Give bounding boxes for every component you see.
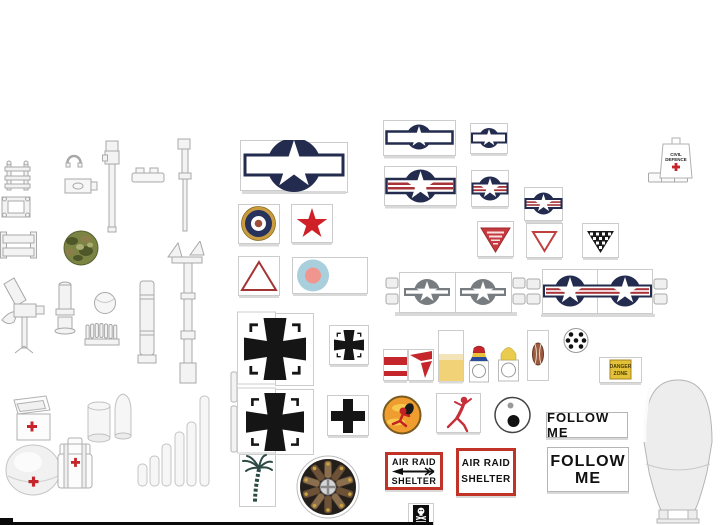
dotted-round-tile bbox=[561, 327, 591, 355]
navy-insignia-tile-pair bbox=[524, 263, 670, 319]
camera-block-part bbox=[64, 175, 98, 197]
small-nose-cone bbox=[111, 392, 135, 442]
ammo-belt-part bbox=[83, 319, 121, 349]
frame-bracket-part bbox=[4, 158, 32, 194]
rifle-part bbox=[102, 139, 122, 235]
thin-strip-part-a bbox=[228, 371, 240, 403]
german-cross-tile-pair-1 bbox=[237, 311, 315, 387]
red-star-tile bbox=[291, 204, 333, 245]
devil-bomb-roundel-tile bbox=[382, 395, 422, 435]
air-raid-shelter-sign: AIR RAID SHELTER bbox=[456, 448, 516, 496]
skull-flag-tile bbox=[408, 503, 434, 525]
blue-pink-roundel-tile bbox=[292, 257, 368, 296]
air-raid-line1: AIR RAID bbox=[392, 456, 436, 467]
headphone-clip-part bbox=[64, 151, 84, 169]
checker-triangle-tile bbox=[582, 223, 619, 260]
lowviz-insignia-tile-pair bbox=[383, 264, 528, 320]
medic-backpack bbox=[54, 436, 96, 492]
us-insignia-tile-a bbox=[383, 120, 456, 159]
raf-roundel-tile bbox=[238, 204, 280, 247]
mortar-part bbox=[50, 279, 80, 335]
follow-me-large-line2: ME bbox=[575, 469, 601, 487]
medic-torso-part: CIVIL DEFENCE bbox=[656, 137, 696, 184]
us-insignia-red-tile-a bbox=[384, 166, 457, 209]
danger-tile-line2: ZONE bbox=[614, 371, 629, 377]
air-raid-shelter-arrow-sign: AIR RAID SHELTER bbox=[385, 452, 443, 490]
torso-print-line1: CIVIL bbox=[670, 152, 682, 157]
torso-print-line2: DEFENCE bbox=[665, 157, 687, 162]
us-insignia-red-tile-c bbox=[524, 187, 563, 224]
pennant-tile bbox=[408, 349, 434, 383]
pinup-girl-tile bbox=[436, 393, 481, 435]
us-roundel-large-tile-pair bbox=[240, 140, 348, 195]
black-plus-tile bbox=[327, 395, 369, 438]
pipe-set-part bbox=[136, 392, 214, 490]
bottom-left-black-mark bbox=[0, 518, 13, 525]
plate-1x2-part bbox=[130, 163, 166, 187]
german-cross-small-tile bbox=[329, 325, 369, 367]
machine-gun-part bbox=[0, 276, 46, 354]
double-bar-frame-part bbox=[0, 228, 38, 264]
ball-part bbox=[93, 289, 117, 319]
follow-me-sign-large: FOLLOW ME bbox=[547, 447, 629, 492]
follow-me-small-label: FOLLOW ME bbox=[547, 410, 610, 440]
red-triangle-outline-tile bbox=[238, 256, 280, 298]
bottom-black-line bbox=[13, 522, 433, 525]
air-raid-line2: SHELTER bbox=[391, 475, 437, 486]
pole-part bbox=[174, 137, 194, 235]
german-cross-tile-pair-2 bbox=[237, 387, 315, 457]
radial-engine-part bbox=[296, 452, 360, 522]
searchlight-tower-part bbox=[164, 241, 208, 385]
red-triangle-small-tile bbox=[526, 223, 563, 260]
first-aid-box bbox=[8, 394, 52, 450]
h-frame-part bbox=[0, 191, 34, 223]
shell-tile bbox=[527, 330, 549, 383]
medic-helmet bbox=[4, 444, 62, 496]
danger-zone-tile: DANGER ZONE bbox=[599, 357, 642, 385]
beer-glass-tile bbox=[438, 330, 464, 384]
camouflage-round-tile bbox=[62, 229, 100, 267]
air-raid2-line1: AIR RAID bbox=[461, 458, 511, 469]
large-nose-cone-part bbox=[636, 376, 720, 525]
warning-triangle-text-tile bbox=[477, 221, 514, 259]
follow-me-sign-small: FOLLOW ME bbox=[546, 410, 628, 440]
air-raid2-line2: SHELTER bbox=[461, 474, 511, 485]
danger-tile-line1: DANGER bbox=[610, 364, 632, 370]
nose-cone-slope-yellow bbox=[495, 341, 522, 383]
follow-me-large-line1: FOLLOW bbox=[550, 452, 626, 470]
us-insignia-red-tile-b bbox=[471, 170, 509, 209]
left-arrow-icon bbox=[392, 466, 435, 476]
red-stripe-tile bbox=[383, 349, 408, 383]
barrel-cylinder-part bbox=[134, 279, 160, 365]
nose-cone-slope-red bbox=[467, 344, 491, 384]
us-insignia-tile-b bbox=[470, 123, 508, 156]
palm-tree-tile bbox=[239, 452, 277, 508]
white-jar-part bbox=[84, 400, 114, 444]
dot-clock-round-tile bbox=[491, 395, 535, 436]
